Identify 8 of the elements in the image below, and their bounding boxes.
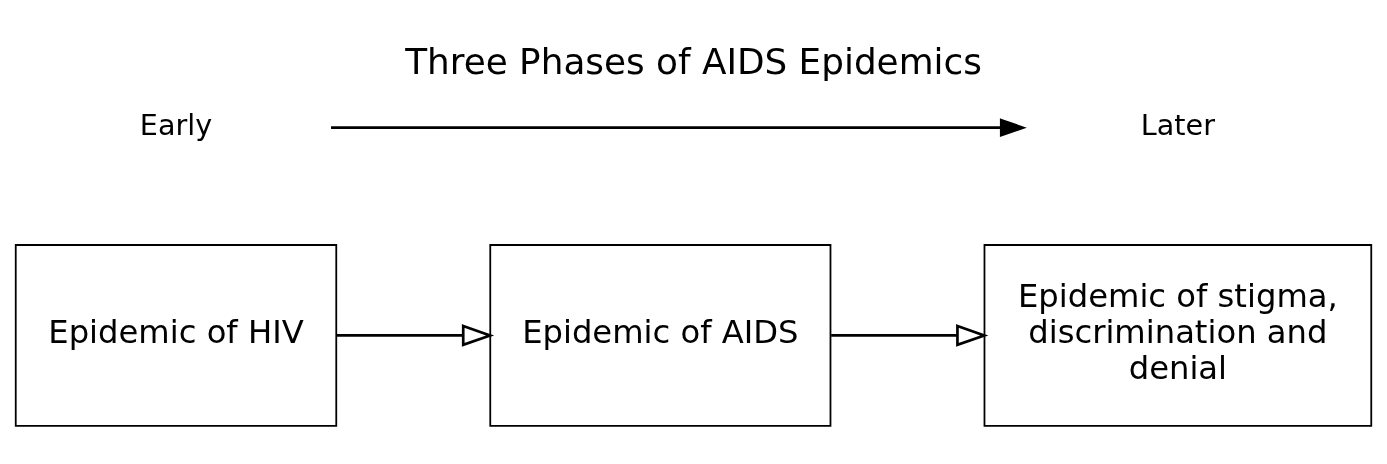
arrow bbox=[336, 324, 495, 347]
label: Early bbox=[139, 107, 213, 142]
label: Later bbox=[1140, 107, 1215, 142]
diagram-title: Three Phases of AIDS Epidemics bbox=[405, 40, 982, 82]
node-box: Epidemic of stigma, discrimination and denial bbox=[983, 244, 1373, 427]
arrow bbox=[831, 324, 989, 347]
node-box: Epidemic of HIV bbox=[14, 244, 338, 427]
node-box: Epidemic of AIDS bbox=[489, 244, 832, 427]
